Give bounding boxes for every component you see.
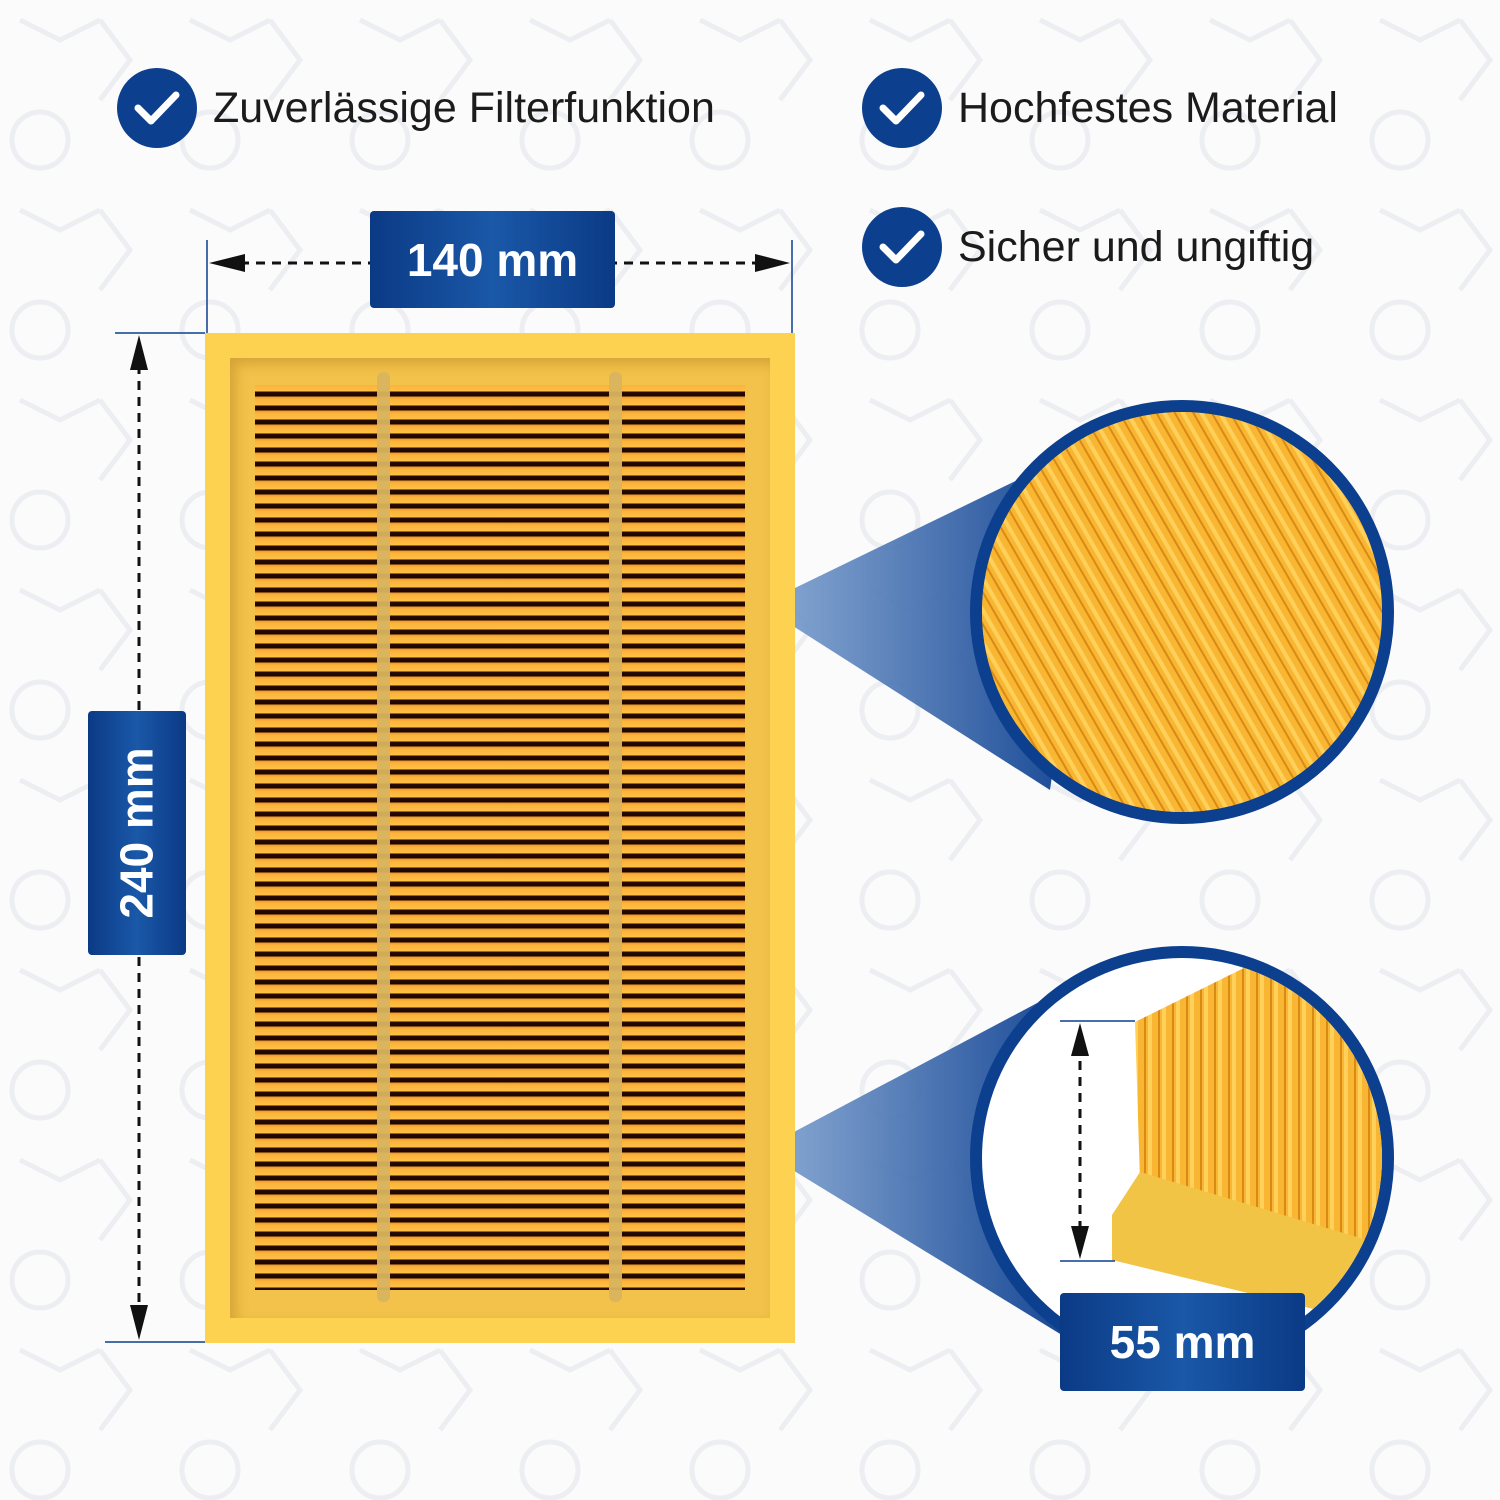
feature-label: Hochfestes Material xyxy=(958,83,1338,132)
filter-pleats xyxy=(255,385,745,1290)
zoom-circle-bottom xyxy=(970,946,1394,1370)
feature-reliable-filter: Zuverlässige Filterfunktion xyxy=(117,68,715,148)
height-label: 240 mm xyxy=(111,747,163,919)
feature-label: Zuverlässige Filterfunktion xyxy=(213,83,715,132)
filter-rib xyxy=(609,372,622,1302)
feature-safe-nontoxic: Sicher und ungiftig xyxy=(862,207,1314,287)
filter-rib xyxy=(377,372,390,1302)
height-badge: 240 mm xyxy=(88,711,186,955)
width-badge: 140 mm xyxy=(370,211,615,308)
feature-label: Sicher und ungiftig xyxy=(958,222,1315,271)
feature-high-strength: Hochfestes Material xyxy=(862,68,1338,148)
check-icon xyxy=(117,68,197,148)
check-icon xyxy=(862,207,942,287)
depth-badge: 55 mm xyxy=(1060,1293,1305,1391)
zoom-circle-top xyxy=(970,400,1394,824)
check-icon xyxy=(862,68,942,148)
